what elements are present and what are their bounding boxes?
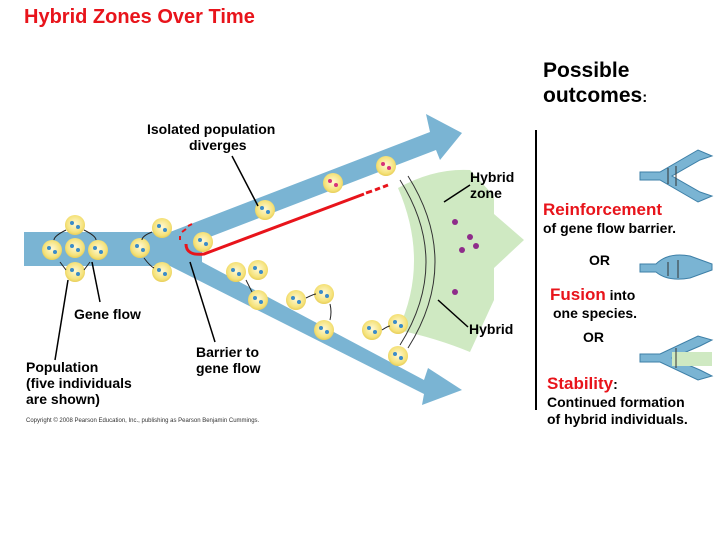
stability-colon: : (613, 376, 618, 392)
barrier-line-1: Barrier to (196, 344, 260, 360)
population-line-3: are shown) (26, 391, 100, 407)
stability-outcome: Stability: Continued formation of hybrid… (547, 374, 688, 428)
hybrid-zone-line-2: zone (470, 185, 502, 201)
callout-lines (54, 155, 471, 361)
hybrid-label: Hybrid (469, 321, 514, 337)
barrier-label: Barrier to gene flow (196, 344, 261, 376)
fusion-icon (639, 254, 713, 280)
isolated-line-2: diverges (189, 137, 247, 153)
outcomes-heading-line-2: outcomes (543, 84, 643, 107)
individuals (42, 156, 408, 366)
gene-flow-arrows (53, 229, 391, 331)
branching-arrows (24, 114, 462, 405)
stability-name: Stability (547, 374, 614, 393)
reinforcement-desc: of gene flow barrier. (543, 220, 677, 236)
stability-icon (639, 335, 714, 381)
outcomes-heading-line-1: Possible (543, 59, 630, 82)
fusion-outcome: Fusion into one species. (550, 285, 637, 322)
barrier-line-2: gene flow (196, 360, 261, 376)
hybrid-zone-line-1: Hybrid (470, 169, 515, 185)
stability-desc-1: Continued formation (547, 394, 685, 410)
hybrid-zone (398, 169, 524, 352)
blue-alleles (47, 206, 403, 360)
gene-flow-barrier (179, 183, 389, 256)
reinforcement-icon (639, 149, 714, 203)
pink-alleles (328, 162, 391, 187)
isolated-line-1: Isolated population (147, 121, 276, 137)
outcomes-heading-colon: : (642, 89, 648, 106)
gene-flow-label: Gene flow (74, 306, 141, 322)
outcomes-heading: Possible outcomes: (543, 58, 647, 110)
fusion-name: Fusion (550, 285, 606, 304)
reinforcement-outcome: Reinforcement of gene flow barrier. (543, 200, 676, 237)
population-label: Population (five individuals are shown) (26, 359, 132, 407)
reinforcement-name: Reinforcement (543, 200, 663, 219)
or-label-1: OR (589, 252, 610, 268)
population-line-2: (five individuals (26, 375, 132, 391)
population-line-1: Population (26, 359, 99, 375)
stability-desc-2: of hybrid individuals. (547, 411, 688, 427)
hybrid-zone-label: Hybrid zone (470, 169, 514, 201)
fusion-desc-inline: into (605, 287, 636, 303)
page-title: Hybrid Zones Over Time (24, 6, 255, 28)
fusion-desc: one species. (553, 305, 638, 321)
copyright-notice: Copyright © 2008 Pearson Education, Inc.… (26, 418, 260, 424)
or-label-2: OR (583, 329, 604, 345)
isolated-population-label: Isolated population diverges (147, 121, 275, 153)
